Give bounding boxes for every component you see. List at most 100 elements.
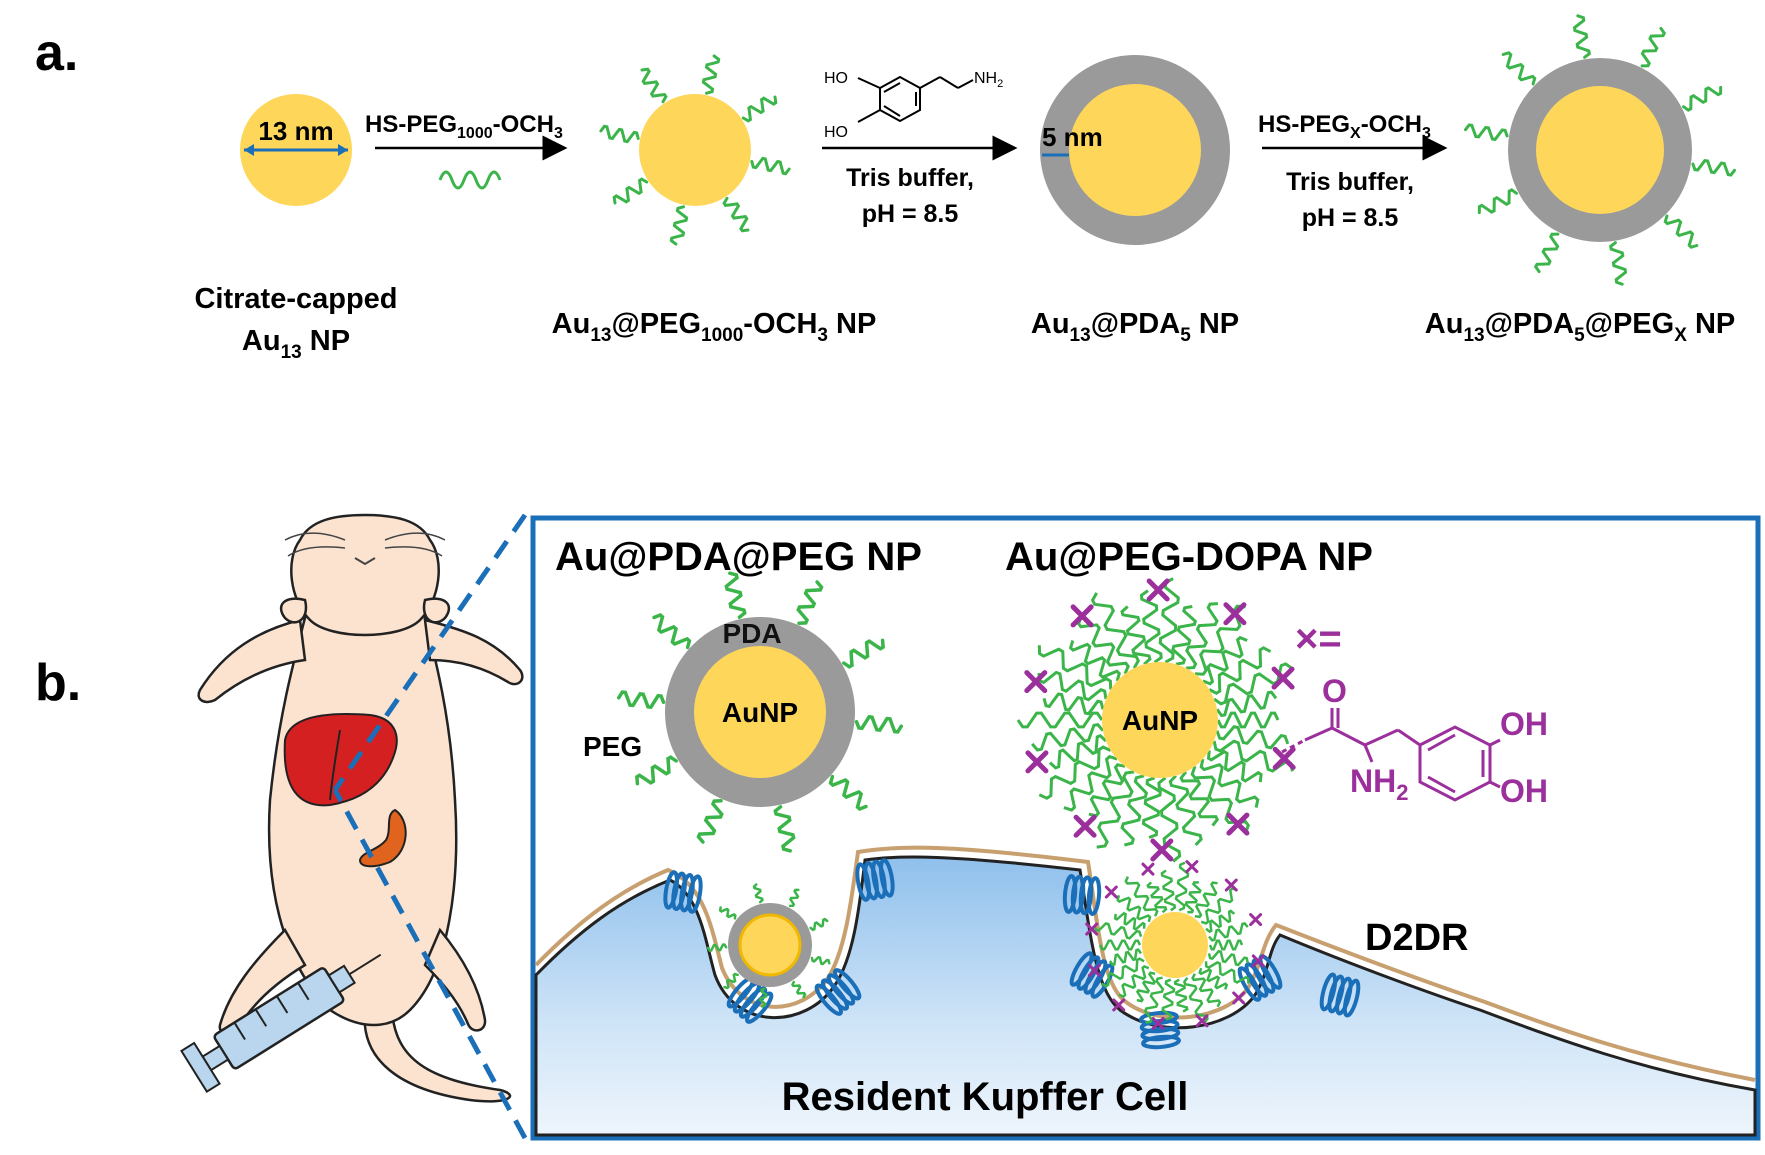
peg-chain — [1691, 158, 1736, 177]
peg-chain — [1640, 26, 1667, 68]
peg-chains-np4 — [1464, 14, 1736, 286]
peg-chain — [669, 205, 689, 246]
peg-chain — [750, 156, 791, 176]
peg-chain — [652, 612, 692, 650]
title-peg-dopa: Au@PEG-DOPA NP — [1005, 535, 1373, 579]
peg-chain — [722, 196, 750, 233]
dopamine-nh2: NH2 — [974, 70, 1003, 90]
peg-chain — [1609, 241, 1628, 286]
peg-chain — [1093, 922, 1143, 940]
peg-chain — [1208, 922, 1249, 942]
peg-chain — [809, 917, 829, 932]
liver-lobe-line — [329, 729, 341, 801]
peg-chain — [810, 955, 831, 966]
peg-chain — [701, 54, 721, 95]
dopa-marker — [1073, 814, 1097, 838]
peg-chain — [773, 805, 796, 853]
dopamine-ho-top: HO — [824, 70, 848, 87]
dopa-marker — [1070, 604, 1094, 628]
peg-chain — [1168, 774, 1203, 847]
peg-chain — [1174, 861, 1190, 912]
dopa-marker — [1104, 885, 1118, 899]
peg-chain — [1143, 976, 1165, 1024]
peg-chain — [1182, 976, 1209, 1024]
panel-b: b. — [35, 513, 1761, 1141]
panel-a-label: a. — [35, 24, 78, 82]
dopa-nh2: NH2 — [1350, 763, 1408, 805]
peg-chains-large-left — [616, 571, 904, 853]
dopa-oh-2: OH — [1500, 773, 1548, 809]
peg-chain — [1160, 869, 1177, 912]
dopa-marker — [1087, 963, 1101, 977]
peg-chain — [1171, 605, 1197, 666]
peg-chain — [1215, 725, 1290, 750]
dopamine-structure — [857, 75, 974, 123]
peg-chain — [1207, 949, 1250, 967]
peg-chain — [706, 943, 728, 952]
gold-core-large-left — [694, 646, 826, 778]
peg-chain — [759, 987, 768, 1008]
peg-chain — [1205, 909, 1236, 934]
dopa-marker — [1112, 998, 1126, 1012]
peg-chain — [1464, 123, 1509, 142]
peg-chain — [723, 972, 739, 990]
peg-chain — [1146, 881, 1168, 914]
panel-a: a. 13 nm Citrate-capped Au13 NP HS-PEG10… — [35, 14, 1736, 363]
dopa-legend: ×= O NH2 OH OH — [1281, 617, 1548, 809]
peg-chain — [1199, 758, 1260, 808]
d2dr-receptor — [855, 858, 895, 902]
citrate-au-np: 13 nm Citrate-capped Au13 NP — [194, 94, 398, 363]
rat-ear-right — [422, 597, 451, 624]
peg-chain — [1206, 749, 1263, 783]
au-peg-dopa-np-large: AuNP — [1016, 577, 1296, 863]
peg-chain — [1135, 971, 1157, 1003]
peg-chain — [1096, 770, 1135, 849]
np2-caption: Au13@PEG1000-OCH3 NP — [552, 308, 877, 346]
step3-reagent: HS-PEGX-OCH3 — [1258, 111, 1431, 142]
shell-label: 5 nm — [1042, 122, 1103, 152]
peg-chains-np2 — [599, 54, 791, 246]
peg-chain — [599, 124, 640, 144]
step1-arrow-group: HS-PEG1000-OCH3 — [365, 111, 568, 190]
dopa-marker — [1251, 954, 1265, 968]
peg-chain — [1068, 640, 1122, 682]
peg-chain — [1179, 770, 1220, 827]
dopa-marker — [1141, 862, 1155, 876]
size-label: 13 nm — [258, 116, 333, 146]
rat-whiskers — [284, 532, 446, 566]
au-pda-peg-np-large: PDA AuNP PEG — [583, 571, 904, 853]
peg-chain — [1120, 605, 1152, 666]
peg-chain — [1191, 973, 1222, 1008]
peg-chain — [640, 67, 668, 104]
peg-chain — [1108, 948, 1143, 967]
peg-chain — [1215, 690, 1278, 718]
rat-head — [290, 513, 440, 637]
peg-label: PEG — [583, 731, 642, 762]
au-peg-np: Au13@PEG1000-OCH3 NP — [552, 54, 877, 346]
peg-chain — [724, 571, 747, 619]
peg-chain — [741, 95, 778, 123]
peg-dopa-chains-small — [1085, 860, 1265, 1030]
peg-chain — [1100, 957, 1145, 988]
peg-chain — [1038, 745, 1112, 800]
peg-chain — [854, 714, 904, 734]
peg-chain — [796, 580, 824, 625]
gold-core-small-left — [738, 913, 802, 977]
peg-chain — [842, 638, 885, 669]
dopa-legend-symbol: ×= — [1295, 617, 1342, 661]
peg-chain — [1016, 711, 1104, 729]
peg-chain — [1124, 876, 1159, 917]
step3-arrow-group: HS-PEGX-OCH3 Tris buffer, pH = 8.5 — [1258, 111, 1448, 232]
dopa-marker — [1223, 602, 1247, 626]
panel-b-label: b. — [35, 654, 81, 712]
peg-chain — [1042, 692, 1105, 716]
gold-core-small-right — [1142, 912, 1208, 978]
peg-chain — [1533, 232, 1560, 274]
peg-chain — [1185, 602, 1219, 670]
peg-chain — [1116, 894, 1152, 923]
np1-caption-line2: Au13 NP — [242, 325, 350, 363]
peg-chain — [1098, 939, 1142, 951]
rat-arm-right — [423, 618, 524, 686]
peg-chain — [1184, 881, 1202, 914]
